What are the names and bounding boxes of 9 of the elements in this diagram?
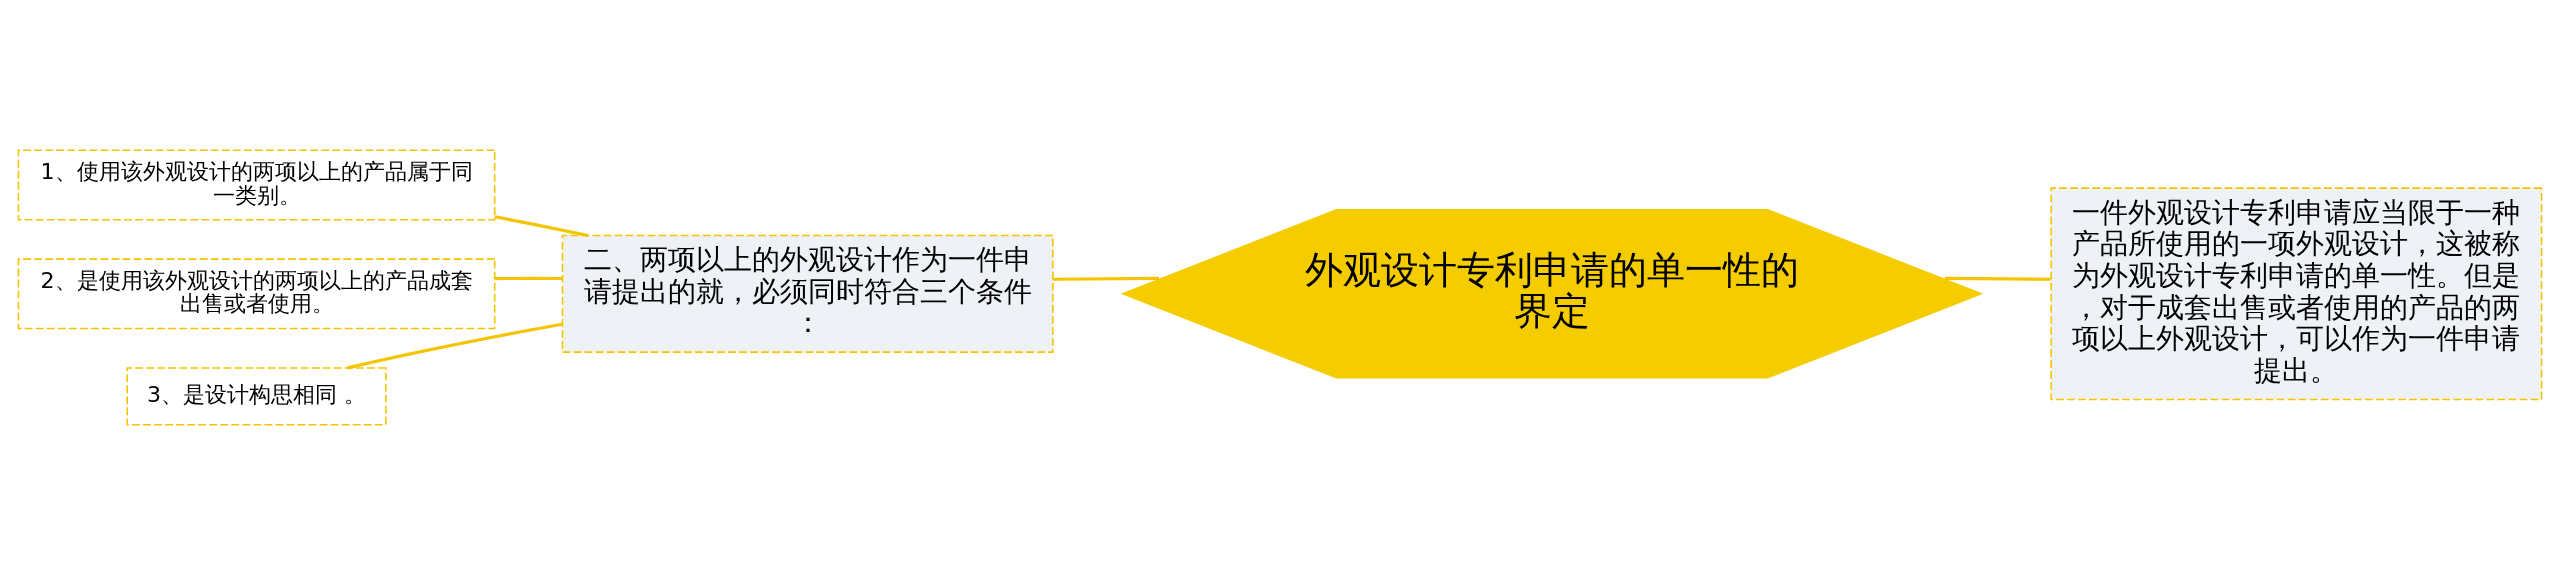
node-box: 1、使用该外观设计的两项以上的产品属于同一类别。 bbox=[17, 149, 496, 220]
node-box: 二、两项以上的外观设计作为一件申请提出的就，必须同时符合三个条件： bbox=[561, 234, 1054, 353]
connector bbox=[1944, 276, 2051, 281]
node-box: 2、是使用该外观设计的两项以上的产品成套出售或者使用。 bbox=[17, 257, 496, 329]
connector bbox=[1052, 276, 1160, 281]
node-box: 3、是设计构思相同 。 bbox=[126, 366, 387, 425]
connector bbox=[494, 276, 563, 280]
node-box: 一件外观设计专利申请应当限于一种产品所使用的一项外观设计，这被称为外观设计专利申请的单一性。但是，对于成套出售或者使用的产品的两项以上外观设计，可以作为一件申请提出。 bbox=[2050, 186, 2543, 400]
connector bbox=[494, 214, 589, 237]
